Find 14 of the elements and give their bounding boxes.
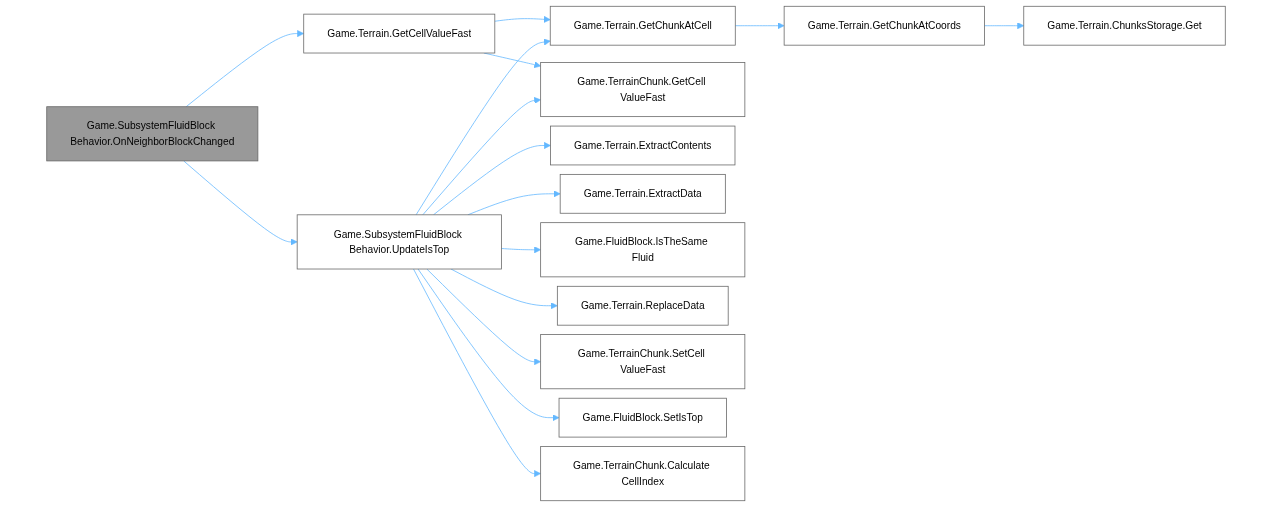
node-box: Game.FluidBlock.SetIsTop <box>558 397 727 438</box>
node-box: Game.TerrainChunk.GetCell ValueFast <box>540 62 746 118</box>
node-box: Game.Terrain.ExtractData <box>559 173 726 214</box>
node-box: Game.Terrain.GetChunkAtCell <box>549 5 736 46</box>
node-box: Game.FluidBlock.IsTheSame Fluid <box>540 222 746 278</box>
node-box: Game.TerrainChunk.Calculate CellIndex <box>540 446 746 502</box>
node-box: Game.Terrain.ExtractContents <box>550 125 736 166</box>
node-box: Game.TerrainChunk.SetCell ValueFast <box>540 334 746 390</box>
node-box: Game.Terrain.GetCellValueFast <box>303 13 496 54</box>
node-box: Game.Terrain.GetChunkAtCoords <box>783 5 985 46</box>
node-box: Game.SubsystemFluidBlock Behavior.UpdateIsTop <box>296 214 502 270</box>
node-box: Game.SubsystemFluidBlock Behavior.OnNeighborBlockChanged <box>46 106 259 162</box>
node-box: Game.Terrain.ChunksStorage.Get <box>1023 5 1226 46</box>
node-box: Game.Terrain.ReplaceData <box>556 285 729 326</box>
